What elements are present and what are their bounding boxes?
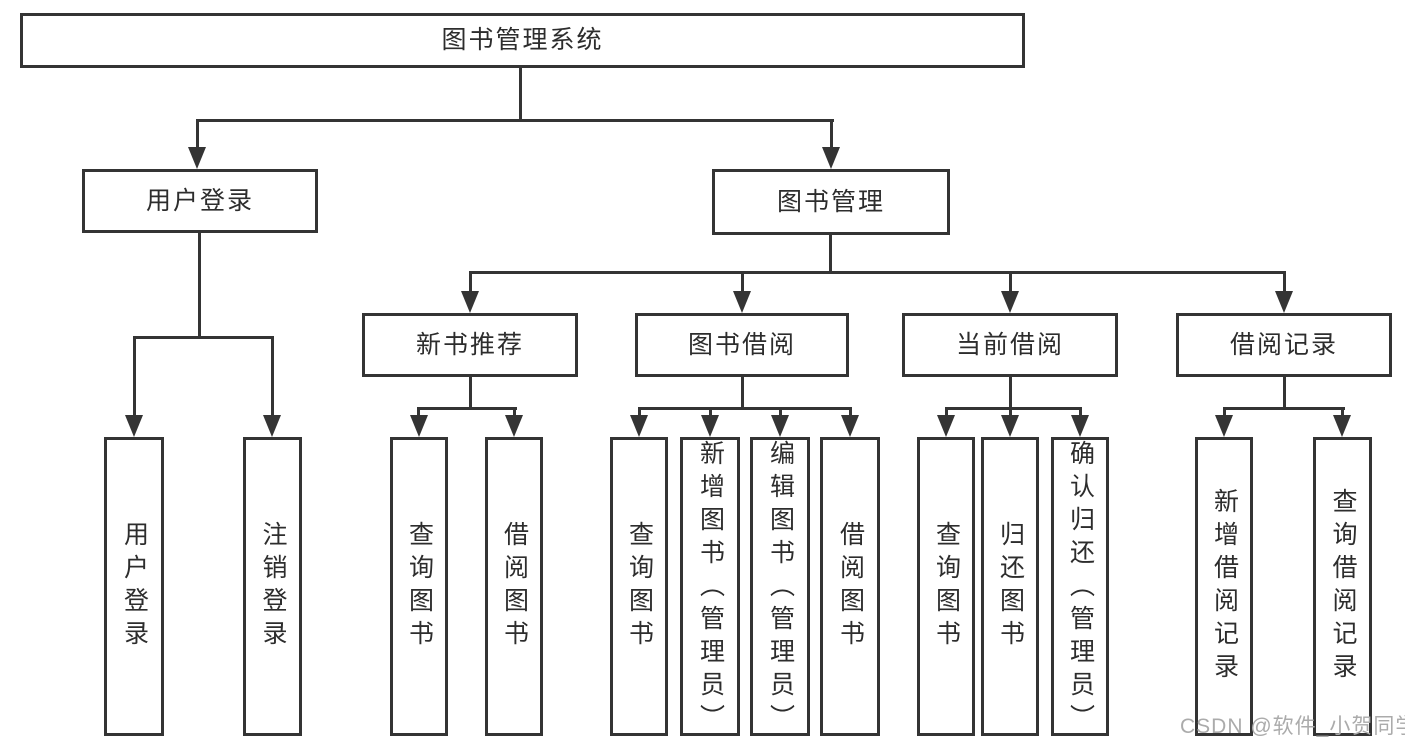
arrowhead-records-leaf-2 (1333, 415, 1351, 437)
connector-current-stem (1009, 377, 1012, 410)
arrowhead-borrowing-leaf-2 (701, 415, 719, 437)
arrowhead-current-leaf-3 (1071, 415, 1089, 437)
node-borrowing-records: 借阅记录 (1176, 313, 1392, 377)
leaf-confirm-return-admin: 确认归还（管理员） (1051, 437, 1109, 737)
csdn-watermark: CSDN @软件_小贺同学 (1180, 715, 1405, 738)
connector-newbook-drop-1 (417, 410, 420, 416)
connector-records-drop-1 (1223, 410, 1226, 416)
connector-root-drop-right (830, 122, 833, 150)
connector-borrowing-drop-4 (849, 410, 852, 416)
leaf-query-books-current: 查询图书 (917, 437, 975, 736)
connector-current-rail (945, 407, 1082, 410)
connector-records-rail (1223, 407, 1345, 410)
connector-root-drop-left (196, 122, 199, 150)
leaf-return-book: 归还图书 (981, 437, 1039, 736)
node-current-borrowing: 当前借阅 (902, 313, 1118, 377)
connector-newbook-stem (469, 377, 472, 410)
connector-bookmgmt-stem (829, 235, 832, 274)
connector-userlogin-rail (133, 336, 274, 339)
connector-records-stem (1283, 377, 1286, 410)
connector-userlogin-stem (198, 233, 201, 339)
connector-records-drop-2 (1341, 410, 1344, 416)
arrowhead-to-book-borrowing (733, 291, 751, 313)
node-book-management: 图书管理 (712, 169, 950, 235)
node-user-login: 用户登录 (82, 169, 318, 233)
connector-borrowing-rail (638, 407, 852, 410)
arrowhead-to-book-management (822, 147, 840, 169)
leaf-query-books-recommend: 查询图书 (390, 437, 448, 736)
connector-current-drop-3 (1079, 410, 1082, 416)
node-new-book-recommendation: 新书推荐 (362, 313, 578, 377)
connector-bookmgmt-drop-3 (1009, 274, 1012, 293)
arrowhead-newbook-leaf-1 (410, 415, 428, 437)
arrowhead-current-leaf-1 (937, 415, 955, 437)
leaf-edit-book-admin: 编辑图书（管理员） (750, 437, 810, 737)
leaf-add-book-admin: 新增图书（管理员） (680, 437, 740, 737)
node-library-management-system: 图书管理系统 (20, 13, 1025, 68)
connector-bookmgmt-drop-4 (1283, 274, 1286, 293)
connector-current-drop-2 (1009, 410, 1012, 416)
leaf-borrow-books: 借阅图书 (820, 437, 880, 736)
arrowhead-to-leaf-logout (263, 415, 281, 437)
leaf-user-login: 用户登录 (104, 437, 164, 736)
connector-newbook-drop-2 (513, 410, 516, 416)
arrowhead-current-leaf-2 (1001, 415, 1019, 437)
connector-bookmgmt-rail (469, 271, 1286, 274)
node-book-borrowing: 图书借阅 (635, 313, 849, 377)
arrowhead-borrowing-leaf-4 (841, 415, 859, 437)
arrowhead-records-leaf-1 (1215, 415, 1233, 437)
arrowhead-newbook-leaf-2 (505, 415, 523, 437)
arrowhead-to-new-book (461, 291, 479, 313)
leaf-query-books-borrow: 查询图书 (610, 437, 668, 736)
connector-userlogin-drop-1 (133, 339, 136, 415)
connector-borrowing-drop-1 (638, 410, 641, 416)
connector-root-rail (196, 119, 834, 122)
connector-current-drop-1 (945, 410, 948, 416)
connector-bookmgmt-drop-2 (741, 274, 744, 293)
arrowhead-borrowing-leaf-3 (771, 415, 789, 437)
leaf-logout: 注销登录 (243, 437, 302, 736)
leaf-query-borrow-record: 查询借阅记录 (1313, 437, 1372, 736)
arrowhead-to-borrowing-records (1275, 291, 1293, 313)
connector-root-stem (519, 68, 522, 122)
arrowhead-borrowing-leaf-1 (630, 415, 648, 437)
arrowhead-to-leaf-user-login (125, 415, 143, 437)
connector-borrowing-drop-3 (779, 410, 782, 416)
leaf-borrow-books-recommend: 借阅图书 (485, 437, 543, 736)
connector-newbook-rail (417, 407, 517, 410)
arrowhead-to-user-login (188, 147, 206, 169)
arrowhead-to-current-borrowing (1001, 291, 1019, 313)
connector-bookmgmt-drop-1 (469, 274, 472, 293)
connector-borrowing-stem (741, 377, 744, 410)
leaf-add-borrow-record: 新增借阅记录 (1195, 437, 1253, 736)
connector-borrowing-drop-2 (709, 410, 712, 416)
connector-userlogin-drop-2 (271, 339, 274, 415)
